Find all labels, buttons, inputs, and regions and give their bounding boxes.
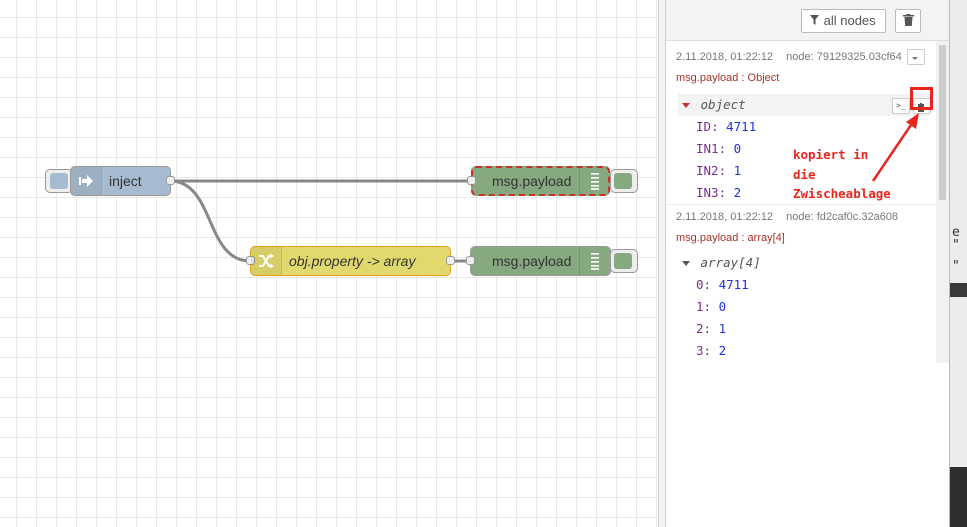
annotation-note: kopiert in die Zwischeablage bbox=[793, 145, 891, 204]
message-node-link[interactable]: node: 79129325.03cf64 bbox=[786, 51, 902, 63]
flow-workspace[interactable]: inject msg.payload bbox=[0, 0, 658, 527]
debug2-label: msg.payload bbox=[492, 253, 572, 269]
debug-node-1[interactable]: msg.payload bbox=[467, 166, 610, 196]
caret-down-icon bbox=[912, 57, 918, 60]
filter-icon bbox=[810, 10, 820, 32]
inject-node[interactable]: inject bbox=[70, 166, 175, 196]
background-window-edge: e " " er bbox=[949, 0, 967, 527]
annotation-line-3: Zwischeablage bbox=[793, 186, 891, 201]
terminal-icon: >_ bbox=[896, 101, 906, 110]
debug1-toggle-button[interactable] bbox=[610, 169, 638, 193]
debug2-input-port[interactable] bbox=[466, 256, 475, 265]
debug-message: 2.11.2018, 01:22:12 node: 79129325.03cf6… bbox=[666, 41, 936, 205]
inject-trigger-button[interactable] bbox=[45, 169, 73, 193]
message-menu-button[interactable] bbox=[907, 49, 925, 65]
object-property-row[interactable]: ID: 4711 bbox=[696, 119, 757, 134]
message-list-scrollbar[interactable] bbox=[936, 41, 949, 363]
all-nodes-label: all nodes bbox=[823, 13, 876, 28]
debug-sidebar: all nodes 2.11.2018, 01:22:12 node: 7912… bbox=[666, 0, 949, 527]
inject-arrow-icon bbox=[71, 167, 101, 195]
annotation-line-2: die bbox=[793, 166, 816, 182]
object-tree-header[interactable]: object >_ bbox=[678, 94, 931, 116]
change-input-port[interactable] bbox=[246, 256, 255, 265]
debug1-label: msg.payload bbox=[492, 173, 572, 189]
object-property-row[interactable]: IN3: 2 bbox=[696, 185, 742, 200]
message-node-link[interactable]: node: fd2caf0c.32a608 bbox=[786, 211, 899, 223]
copy-path-button[interactable]: >_ bbox=[892, 98, 910, 114]
array-element-row[interactable]: 1: 0 bbox=[696, 299, 727, 314]
object-property-row[interactable]: IN1: 0 bbox=[696, 141, 742, 156]
sidebar-splitter[interactable] bbox=[658, 0, 666, 527]
array-type-label: array[4] bbox=[700, 255, 761, 270]
debug1-input-port[interactable] bbox=[467, 176, 476, 185]
array-element-row[interactable]: 0: 4711 bbox=[696, 277, 749, 292]
message-topic: msg.payload : array[4] bbox=[676, 232, 785, 244]
message-timestamp: 2.11.2018, 01:22:12 bbox=[676, 211, 774, 223]
array-tree-header[interactable]: array[4] bbox=[682, 252, 936, 274]
object-type-label: object bbox=[700, 97, 746, 112]
array-element-row[interactable]: 3: 2 bbox=[696, 343, 727, 358]
change-output-port[interactable] bbox=[446, 256, 455, 265]
debug-list-icon bbox=[580, 167, 610, 195]
object-property-row[interactable]: IN2: 1 bbox=[696, 163, 742, 178]
shuffle-icon bbox=[251, 247, 281, 275]
debug-message-list[interactable]: 2.11.2018, 01:22:12 node: 79129325.03cf6… bbox=[666, 41, 936, 363]
trash-icon bbox=[902, 14, 914, 29]
caret-expanded-icon[interactable] bbox=[682, 103, 690, 108]
all-nodes-filter-button[interactable]: all nodes bbox=[801, 9, 886, 33]
inject-output-port[interactable] bbox=[166, 176, 175, 185]
scrollbar-thumb[interactable] bbox=[939, 45, 946, 200]
debug-list-icon bbox=[580, 247, 610, 275]
message-timestamp: 2.11.2018, 01:22:12 bbox=[676, 51, 774, 63]
inject-node-label: inject bbox=[109, 173, 142, 189]
array-element-row[interactable]: 2: 1 bbox=[696, 321, 727, 336]
wire-inject-to-change[interactable] bbox=[169, 179, 251, 263]
change-node-label: obj.property -> array bbox=[289, 253, 416, 269]
caret-expanded-icon[interactable] bbox=[682, 261, 690, 266]
message-topic: msg.payload : Object bbox=[676, 72, 780, 84]
annotation-highlight-box bbox=[910, 87, 933, 110]
debug-message: 2.11.2018, 01:22:12 node: fd2caf0c.32a60… bbox=[666, 205, 936, 363]
clear-messages-button[interactable] bbox=[895, 9, 921, 33]
debug2-toggle-button[interactable] bbox=[610, 249, 638, 273]
change-node[interactable]: obj.property -> array bbox=[246, 246, 455, 276]
annotation-line-1: kopiert in bbox=[793, 147, 869, 162]
debug-node-2[interactable]: msg.payload bbox=[466, 246, 611, 276]
sidebar-toolbar: all nodes bbox=[666, 0, 949, 41]
